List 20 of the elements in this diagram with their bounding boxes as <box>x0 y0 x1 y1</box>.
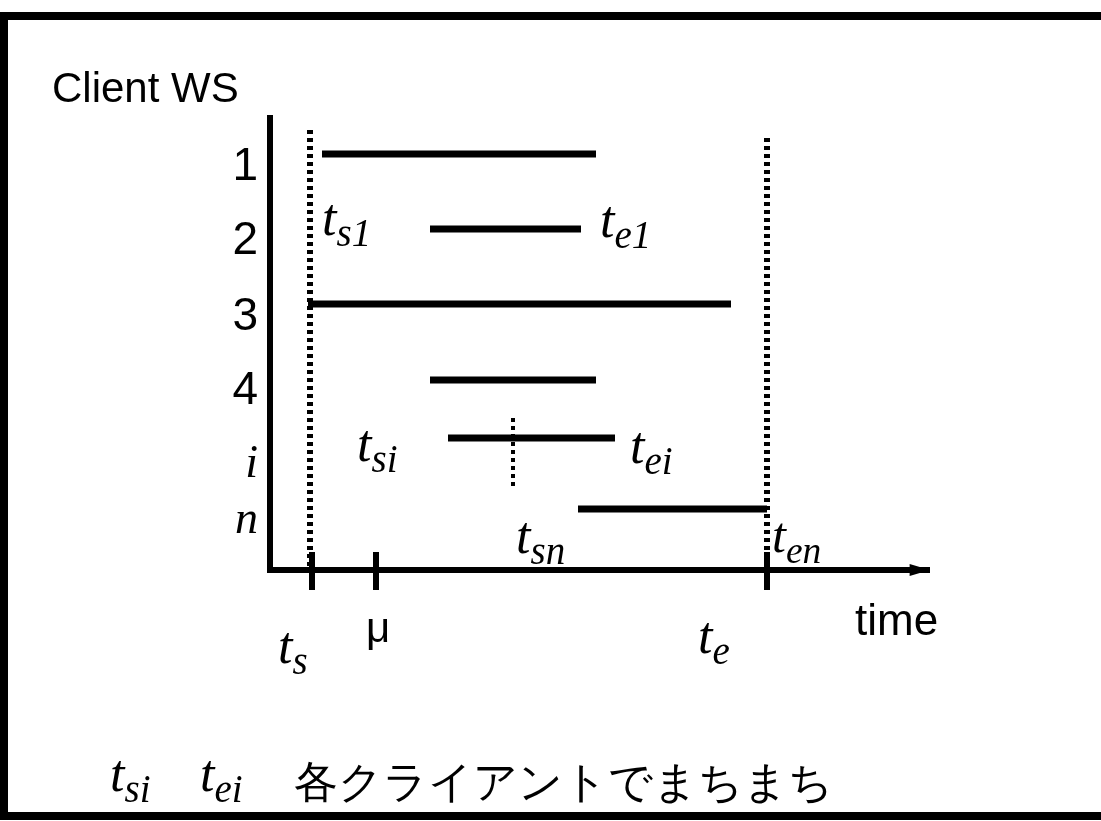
row-number: 1 <box>232 141 258 187</box>
note-text: 各クライアントでまちまち <box>294 760 833 804</box>
math-label: t$_{ei}$ <box>630 419 673 481</box>
row-number: 4 <box>232 365 258 411</box>
tick-label: t$_{s}$ <box>278 619 308 681</box>
row-label: n <box>235 495 258 541</box>
math-label: t$_{e1}$ <box>600 193 652 255</box>
row-number: 3 <box>232 291 258 337</box>
axis-title: Client WS <box>52 67 239 109</box>
math-label: t$_{ei}$ <box>200 747 243 809</box>
row-label: i <box>245 439 258 485</box>
row-number: 2 <box>232 215 258 261</box>
math-label: t$_{si}$ <box>110 747 151 809</box>
math-label: t$_{si}$ <box>357 417 398 479</box>
math-label: t$_{en}$ <box>772 510 822 570</box>
tick-label: μ <box>366 607 391 649</box>
tick-label: t$_{e}$ <box>698 609 730 671</box>
math-label: t$_{s1}$ <box>322 191 372 253</box>
axis-label: time <box>855 598 939 642</box>
math-label: t$_{sn}$ <box>516 509 566 571</box>
